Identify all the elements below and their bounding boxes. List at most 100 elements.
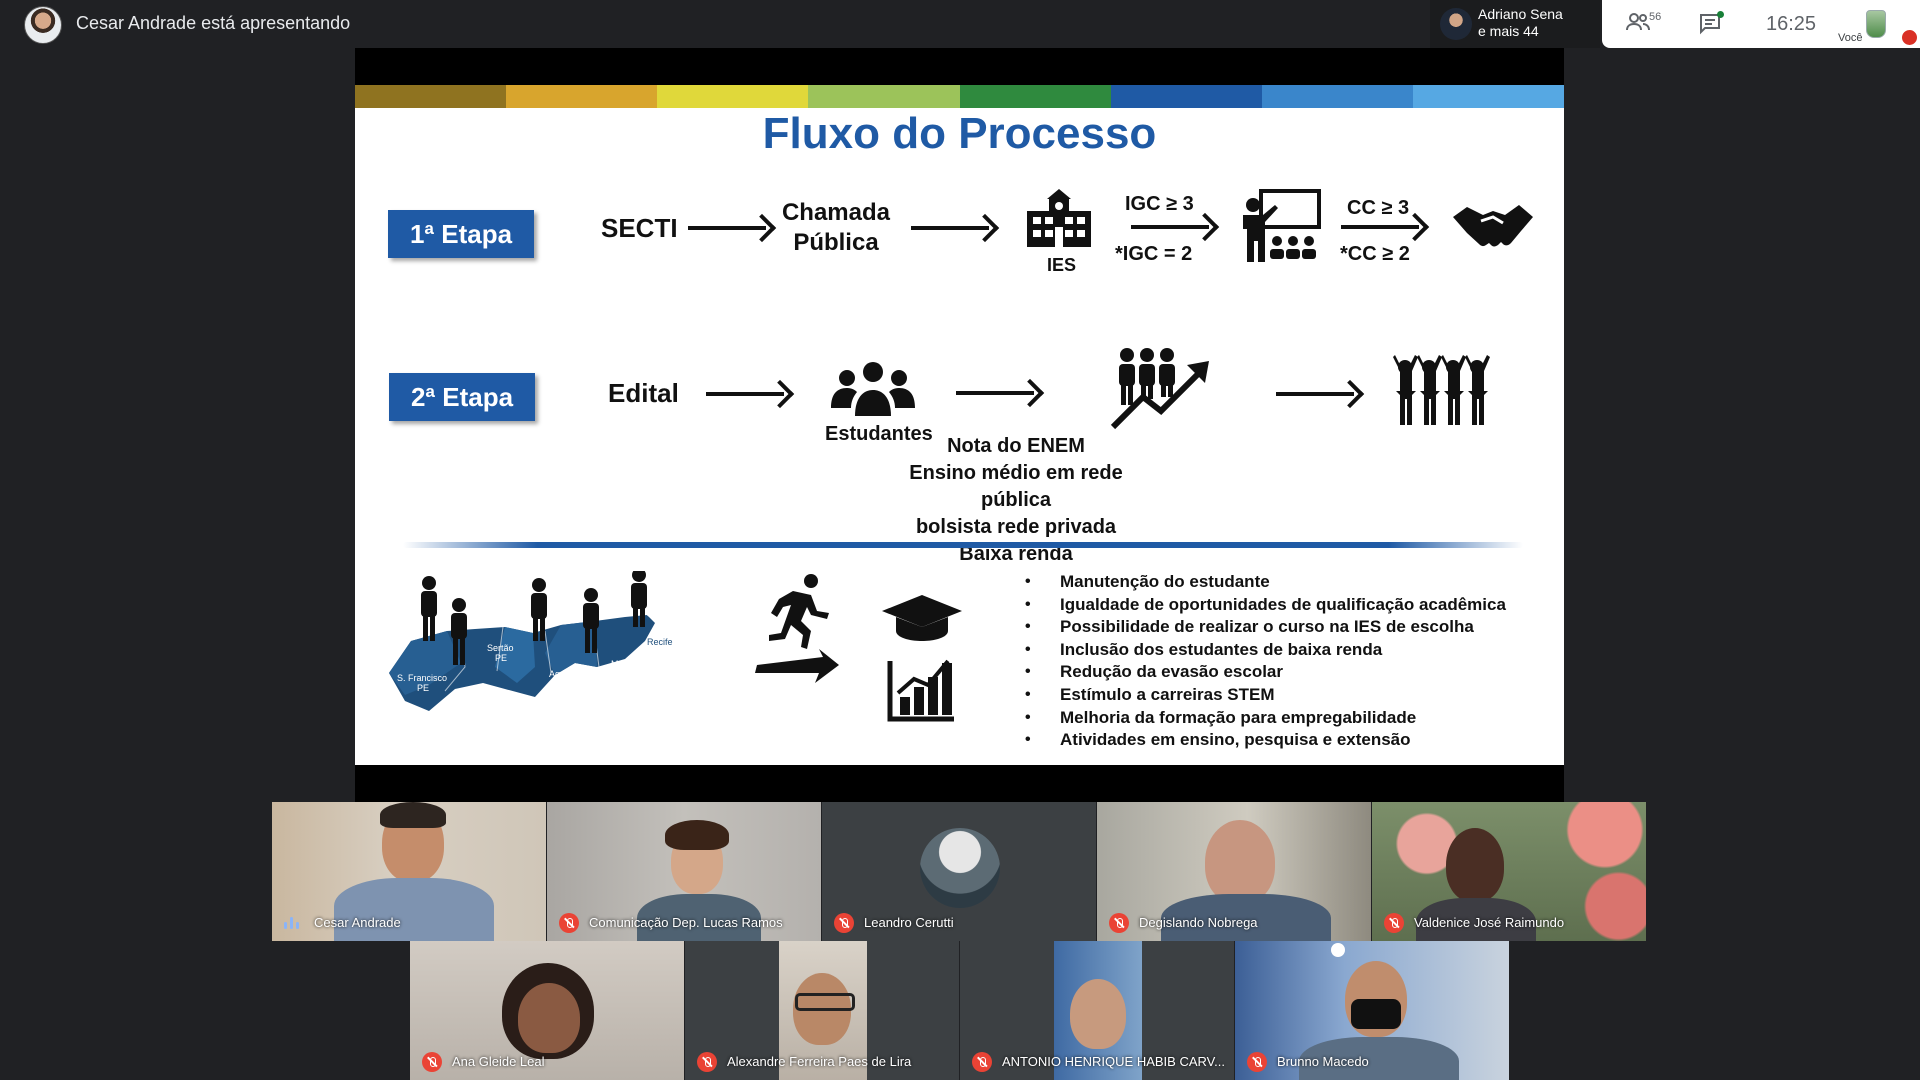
participant-video — [518, 983, 580, 1053]
participant-tile[interactable]: Comunicação Dep. Lucas Ramos — [547, 802, 821, 941]
benefit-item: Melhoria da formação para empregabilidad… — [1025, 707, 1506, 730]
participant-name: Alexandre Ferreira Paes de Lira — [727, 1054, 912, 1069]
face-mask — [1351, 999, 1401, 1029]
color-bar-segment — [1412, 85, 1564, 108]
teacher-class-icon — [1243, 189, 1321, 262]
benefit-item: Redução da evasão escolar — [1025, 661, 1506, 684]
celebrating-people-icon — [1393, 355, 1490, 425]
divider-line — [403, 542, 1523, 548]
map-label-pe: PE — [615, 668, 627, 678]
participant-video — [1205, 820, 1275, 904]
participant-video — [665, 820, 729, 850]
participant-name: Brunno Macedo — [1277, 1054, 1369, 1069]
participant-tile[interactable]: Cesar Andrade — [272, 802, 546, 941]
growth-people-icon — [1110, 348, 1209, 430]
arrow-right-icon — [1131, 216, 1215, 236]
guest-name: Adriano Sena — [1478, 6, 1563, 22]
edital-text: Edital — [608, 378, 679, 408]
map-label-mata: Mata — [611, 659, 631, 669]
ceiling-light — [1331, 943, 1345, 957]
color-bar-segment — [1110, 85, 1262, 108]
school-building-icon — [1027, 189, 1091, 247]
mic-off-icon — [1247, 1052, 1267, 1072]
color-bar-segment — [355, 85, 507, 108]
color-bar-segment — [506, 85, 658, 108]
map-label-pe: PE — [559, 679, 571, 689]
publica-line: Pública — [793, 229, 879, 256]
handshake-icon — [1453, 205, 1533, 247]
arrow-right-icon — [706, 383, 790, 403]
color-bar-segment — [959, 85, 1111, 108]
map-label-agreste: Agreste — [549, 669, 580, 679]
participant-avatar — [920, 828, 1000, 908]
ies-text: IES — [1047, 255, 1077, 275]
color-bar-segment — [808, 85, 960, 108]
participant-name: Valdenice José Raimundo — [1414, 915, 1565, 930]
participant-video — [1161, 894, 1331, 941]
chamada-publica-text: Chamada Pública — [775, 198, 897, 258]
participant-tile[interactable]: Alexandre Ferreira Paes de Lira — [685, 941, 959, 1080]
guest-more: e mais 44 — [1478, 23, 1539, 39]
mic-off-icon — [422, 1052, 442, 1072]
participant-video — [637, 894, 761, 941]
participant-video — [1070, 979, 1126, 1049]
students-group-icon — [831, 362, 915, 416]
benefit-item: Manutenção do estudante — [1025, 571, 1506, 594]
criteria-item: Ensino médio em rede pública — [909, 462, 1123, 511]
benefit-item: Igualdade de oportunidades de qualificaç… — [1025, 594, 1506, 617]
participant-tile[interactable]: Brunno Macedo — [1235, 941, 1509, 1080]
participant-video — [380, 802, 446, 828]
participant-video — [1446, 828, 1504, 902]
mic-off-icon — [972, 1052, 992, 1072]
people-icon[interactable]: 56 — [1626, 8, 1672, 40]
speaking-indicator-icon — [284, 917, 302, 929]
slide-title: Fluxo do Processo — [762, 109, 1157, 158]
stage1-label: 1ª Etapa — [388, 210, 534, 258]
participant-tile[interactable]: Ana Gleide Leal — [410, 941, 684, 1080]
map-label-sertao: Sertão — [487, 643, 514, 653]
participant-name: Comunicação Dep. Lucas Ramos — [589, 915, 783, 930]
arrow-right-icon — [911, 217, 995, 237]
benefit-item: Atividades em ensino, pesquisa e extensã… — [1025, 729, 1506, 752]
participant-tile[interactable]: ANTONIO HENRIQUE HABIB CARV... — [960, 941, 1234, 1080]
benefits-list: Manutenção do estudante Igualdade de opo… — [1025, 571, 1506, 752]
mic-off-icon — [697, 1052, 717, 1072]
criteria-item: bolsista rede privada — [915, 516, 1117, 538]
self-mic-off-icon[interactable] — [1902, 30, 1917, 45]
criteria-list: Nota do ENEM Ensino médio em rede públic… — [895, 433, 1137, 568]
participant-video — [334, 878, 494, 941]
map-label-pe: PE — [417, 683, 429, 693]
map-label-recife: Recife — [647, 637, 673, 647]
graduation-cap-icon — [882, 595, 962, 722]
arrow-right-icon — [688, 217, 772, 237]
benefit-item: Estímulo a carreiras STEM — [1025, 684, 1506, 707]
self-view[interactable]: Você — [1836, 4, 1917, 48]
stage2-label: 2ª Etapa — [389, 373, 535, 421]
self-avatar-logo — [1866, 10, 1886, 38]
arrow-right-icon — [1341, 216, 1425, 236]
map-label-pe: PE — [495, 653, 507, 663]
secti-text: SECTI — [601, 213, 678, 243]
pernambuco-map-illustration: S. Francisco PE Sertão PE Agreste PE Mat… — [389, 571, 678, 711]
mic-off-icon — [1109, 913, 1129, 933]
cc-min-text: CC ≥ 3 — [1347, 197, 1410, 219]
chat-notification-dot — [1717, 11, 1724, 18]
benefit-item: Inclusão dos estudantes de baixa renda — [1025, 639, 1506, 662]
participant-name: Degislando Nobrega — [1139, 915, 1258, 930]
participant-tile[interactable]: Leandro Cerutti — [822, 802, 1096, 941]
igc-alt-text: *IGC = 2 — [1115, 243, 1193, 265]
mic-off-icon — [834, 913, 854, 933]
participant-tile[interactable]: Valdenice José Raimundo — [1372, 802, 1646, 941]
self-label: Você — [1838, 32, 1863, 44]
chat-icon[interactable] — [1698, 8, 1728, 40]
benefit-item: Possibilidade de realizar o curso na IES… — [1025, 616, 1506, 639]
participants-preview[interactable]: Adriano Sena e mais 44 — [1430, 0, 1600, 48]
color-bar-segment — [657, 85, 809, 108]
arrow-right-icon — [956, 382, 1040, 402]
top-bar: Cesar Andrade está apresentando Adriano … — [0, 0, 1920, 48]
participant-video — [1299, 1037, 1459, 1080]
mic-off-icon — [1384, 913, 1404, 933]
participant-tile[interactable]: Degislando Nobrega — [1097, 802, 1371, 941]
clock: 16:25 — [1766, 13, 1817, 35]
participant-count: 56 — [1649, 11, 1662, 23]
